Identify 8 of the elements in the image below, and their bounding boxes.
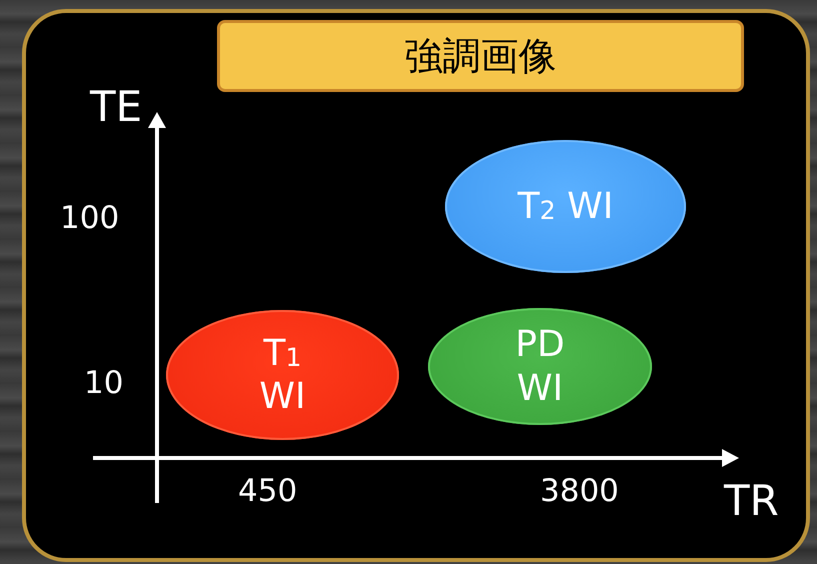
title-banner: 強調画像 xyxy=(217,20,744,92)
node-label: PD WI xyxy=(514,323,566,410)
tick-label: 3800 xyxy=(540,476,619,507)
axis-label: TE xyxy=(90,86,142,128)
tick-label: 100 xyxy=(60,203,120,234)
axis-label: TR xyxy=(724,480,779,522)
tick-label: 10 xyxy=(84,368,124,399)
tick-label: 450 xyxy=(238,476,298,507)
